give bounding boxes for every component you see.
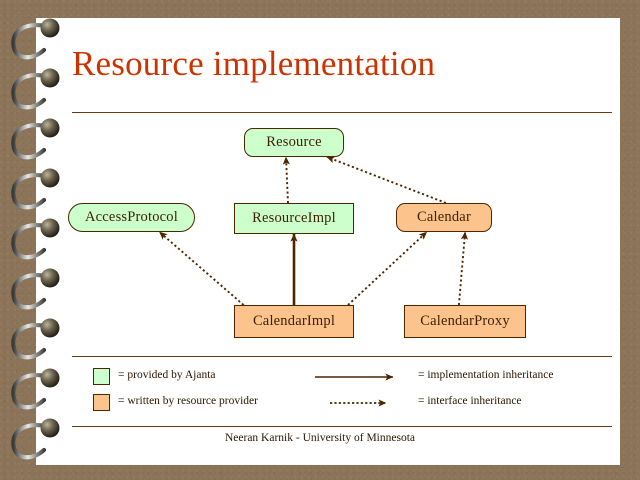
diagram-edge-calendarimpl-to-accessprotocol: [158, 231, 245, 306]
legend-label-orange: = written by resource provider: [118, 395, 258, 407]
diagram-node-label: AccessProtocol: [84, 209, 178, 225]
diagram-node-label: Resource: [266, 134, 322, 150]
legend-solid-arrow-icon: [315, 373, 394, 381]
legend-top-divider: [72, 356, 612, 357]
legend-dotted-arrow-icon: [330, 399, 387, 407]
diagram-node-label: CalendarImpl: [252, 313, 336, 329]
diagram-node-label: ResourceImpl: [252, 210, 336, 226]
diagram-node-calendar: Calendar: [396, 203, 492, 232]
legend-swatch-orange: [93, 394, 110, 411]
diagram-node-calendarimpl: CalendarImpl: [234, 305, 354, 338]
legend-label-green: = provided by Ajanta: [118, 369, 216, 381]
title-divider: [72, 112, 612, 113]
diagram-node-calendarproxy: CalendarProxy: [404, 305, 526, 338]
legend-bottom-divider: [72, 426, 612, 427]
legend-swatch-green: [93, 368, 110, 385]
spiral-binding: [11, 18, 60, 460]
diagram-node-resource: Resource: [244, 128, 344, 157]
legend-label-implementation: = implementation inheritance: [418, 369, 554, 381]
legend-label-interface: = interface inheritance: [418, 395, 522, 407]
diagram-edge-resourceimpl-to-resource: [282, 156, 290, 204]
diagram-edge-calendar-to-resource: [326, 156, 447, 204]
page-title: Resource implementation: [72, 44, 436, 83]
diagram-node-resourceimpl: ResourceImpl: [234, 203, 354, 234]
diagram-edge-calendarproxy-to-calendar: [457, 231, 469, 306]
diagram-node-label: Calendar: [417, 209, 471, 225]
diagram-node-label: CalendarProxy: [420, 313, 510, 329]
diagram-edges: [158, 156, 469, 306]
slide-footer: Neeran Karnik - University of Minnesota: [224, 432, 415, 444]
notebook-paper: [36, 18, 620, 465]
diagram-node-accessprotocol: AccessProtocol: [68, 203, 195, 232]
diagram-edge-calendarimpl-to-calendar: [347, 231, 428, 306]
